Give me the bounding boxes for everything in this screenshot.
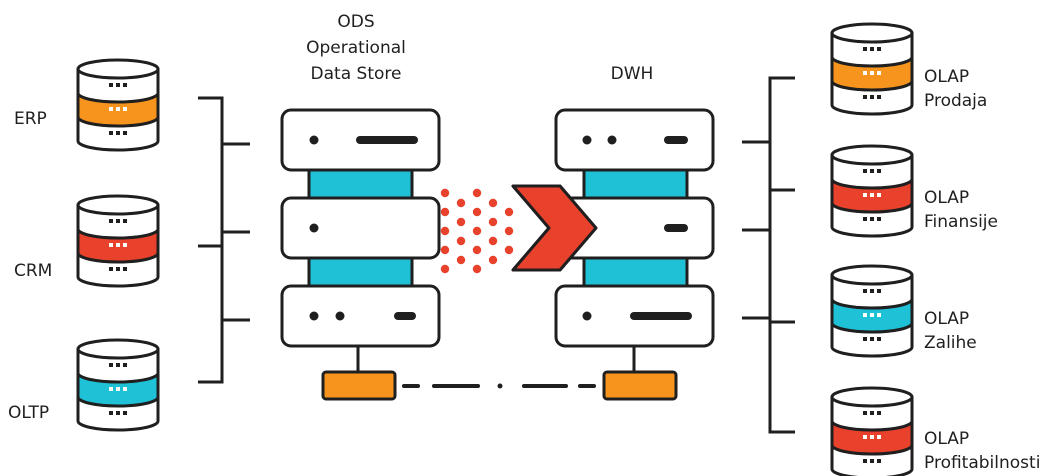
database-icon	[76, 194, 160, 288]
transfer-dot	[504, 245, 514, 255]
ods-title-line2: Operational	[306, 38, 406, 58]
target-olap-zalihe: OLAP Zalihe	[830, 264, 977, 358]
transfer-dot	[440, 245, 450, 255]
target-olap-profitabilnosti: OLAP Profitabilnosti	[830, 386, 1040, 476]
database-icon	[830, 22, 914, 116]
transfer-dot	[456, 255, 466, 265]
database-icon	[76, 58, 160, 152]
server-stack-icon	[554, 108, 715, 348]
target-label-line2: Prodaja	[924, 91, 987, 111]
target-olap-finansije: OLAP Finansije	[830, 144, 998, 238]
transfer-dot	[504, 207, 514, 217]
source-label: OLTP	[8, 403, 49, 423]
source-oltp: OLTP	[8, 338, 160, 432]
database-icon	[830, 144, 914, 238]
dashed-connector	[321, 346, 678, 401]
transfer-dot	[440, 264, 450, 274]
target-olap-prodaja: OLAP Prodaja	[830, 22, 987, 116]
transfer-dot	[456, 198, 466, 208]
transfer-dot	[504, 226, 514, 236]
database-icon	[830, 386, 914, 476]
ods-title-line1: ODS	[337, 12, 374, 32]
transfer-dot	[472, 264, 482, 274]
sources-bracket	[198, 96, 250, 384]
transfer-dot	[488, 255, 498, 265]
source-crm: CRM	[14, 194, 160, 288]
chevron-right-icon	[511, 184, 598, 272]
ods-title: ODS Operational Data Store	[306, 12, 406, 84]
server-stack-icon	[280, 108, 441, 348]
transfer-dot	[488, 236, 498, 246]
target-label-line1: OLAP	[924, 188, 969, 208]
transfer-dot	[472, 207, 482, 217]
dwh-title: DWH	[611, 64, 654, 84]
database-icon	[76, 338, 160, 432]
target-label-line2: Zalihe	[924, 333, 977, 353]
transfer-dot	[456, 217, 466, 227]
target-label-line1: OLAP	[924, 429, 969, 449]
source-label: CRM	[14, 261, 52, 281]
source-erp: ERP	[14, 58, 160, 152]
target-label-line1: OLAP	[924, 309, 969, 329]
target-label-line2: Profitabilnosti	[924, 453, 1040, 473]
transfer-dot	[440, 226, 450, 236]
transfer-dot	[472, 226, 482, 236]
transfer-dot	[488, 198, 498, 208]
target-label-line1: OLAP	[924, 67, 969, 87]
target-label-line2: Finansije	[924, 212, 998, 232]
database-icon	[830, 264, 914, 358]
ods-title-line3: Data Store	[311, 64, 402, 84]
transfer-dot	[440, 188, 450, 198]
transfer-dot	[472, 188, 482, 198]
transfer-dots	[440, 188, 514, 274]
transfer-dot	[456, 236, 466, 246]
source-label: ERP	[14, 109, 47, 129]
transfer-dot	[488, 217, 498, 227]
transfer-dot	[472, 245, 482, 255]
targets-bracket	[742, 76, 795, 434]
transfer-dot	[440, 207, 450, 217]
